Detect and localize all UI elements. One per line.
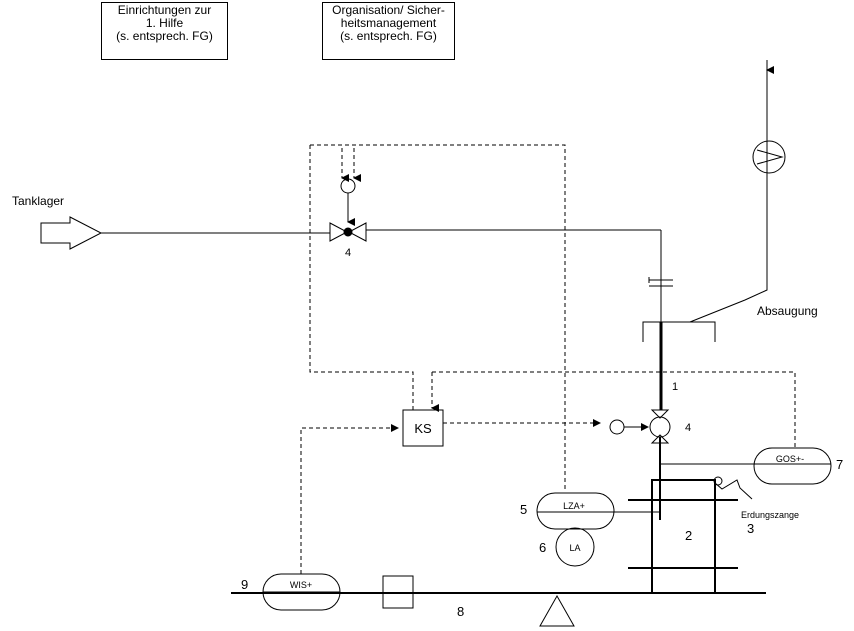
number-tank: 2 — [685, 528, 692, 543]
suction-label: Absaugung — [757, 304, 818, 318]
top-valve-center — [343, 227, 353, 237]
number-la: 6 — [539, 540, 546, 555]
note-organisation-line3: (s. entsprech. FG) — [340, 29, 437, 43]
la-indicator — [555, 527, 595, 567]
number-pipe: 1 — [672, 381, 678, 393]
filling-coupling — [648, 277, 673, 287]
number-scale: 8 — [457, 604, 464, 619]
number-lza: 5 — [520, 502, 527, 517]
number-valve-top: 4 — [345, 247, 351, 259]
number-valve-right: 4 — [685, 422, 691, 434]
top-valve-actuator — [340, 178, 356, 194]
note-first-aid: Einrichtungen zur 1. Hilfe (s. entsprech… — [101, 2, 228, 60]
gos-sensor — [753, 447, 832, 485]
dashed-control-loop — [310, 144, 566, 492]
note-first-aid-line2: 1. Hilfe — [145, 16, 184, 30]
number-clamp: 3 — [747, 521, 754, 536]
number-gos: 7 — [836, 457, 843, 472]
control-system-box — [402, 409, 444, 447]
la-label: LA — [569, 543, 580, 553]
suction-line — [689, 70, 768, 323]
tank-storage-arrow — [40, 216, 103, 250]
number-wis: 9 — [241, 577, 248, 592]
note-organisation: Organisation/ Sicher- heitsmanagement (s… — [322, 2, 455, 60]
control-system-label: KS — [414, 421, 432, 436]
tank-storage-label: Tanklager — [12, 194, 64, 208]
exhaust-fan — [752, 140, 786, 174]
lza-sensor — [536, 492, 615, 530]
scale-box — [382, 575, 414, 609]
note-organisation-line2: heitsmanagement — [340, 16, 437, 30]
bottom-valve-actuator — [609, 419, 625, 435]
suction-hood — [642, 321, 716, 342]
top-valve — [329, 222, 367, 242]
note-organisation-line1: Organisation/ Sicher- — [332, 3, 445, 17]
gos-label: GOS+- — [776, 454, 804, 464]
wis-label: WIS+ — [290, 580, 312, 590]
scale-fulcrum — [539, 594, 575, 627]
tank-container — [651, 479, 716, 594]
grounding-clamp-label: Erdungszange — [741, 510, 799, 520]
note-first-aid-line1: Einrichtungen zur — [117, 3, 212, 17]
note-first-aid-line3: (s. entsprech. FG) — [116, 29, 213, 43]
lza-label: LZA+ — [563, 501, 585, 511]
